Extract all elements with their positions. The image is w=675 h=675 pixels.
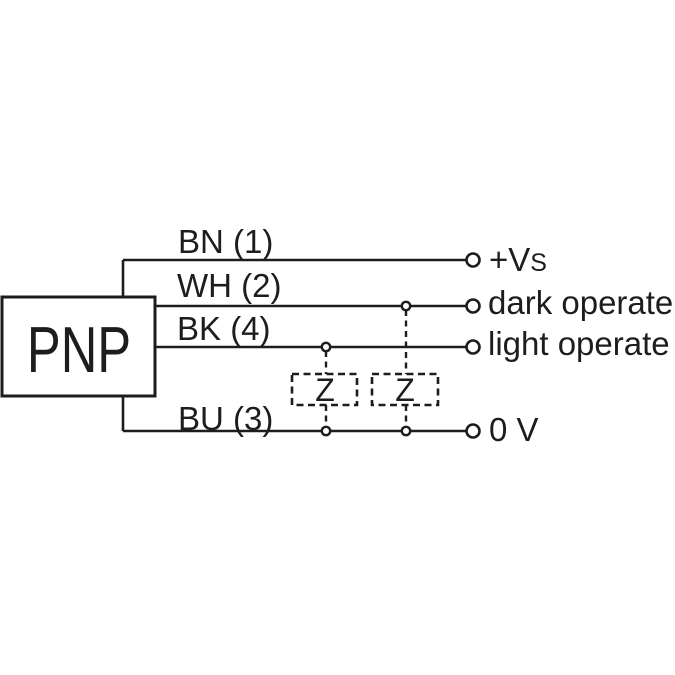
load-impedance-label-2: Z xyxy=(395,372,415,408)
terminal-label-vs-subscript: S xyxy=(530,249,547,277)
terminal-label-vs-main: +V xyxy=(489,241,530,278)
wire-label-wh: WH (2) xyxy=(177,267,281,304)
load-impedance-label-1: Z xyxy=(315,372,335,408)
junction-dot-bu-2 xyxy=(400,425,412,437)
terminal-circle-vs xyxy=(465,252,481,268)
junction-dot-wh xyxy=(400,300,412,312)
pnp-device-label: PNP xyxy=(27,314,131,386)
pnp-device-box xyxy=(0,295,157,398)
terminal-label-0v: 0 V xyxy=(489,411,539,448)
load-impedance-box-2 xyxy=(370,372,440,407)
wire-label-bk: BK (4) xyxy=(177,310,271,347)
terminal-label-light-operate: light operate xyxy=(488,325,670,362)
wire-label-bn: BN (1) xyxy=(178,223,273,260)
terminal-circle-0v xyxy=(465,423,481,439)
terminal-label-vs: +VS xyxy=(489,241,547,278)
junction-dot-bk xyxy=(320,341,332,353)
terminal-circle-dark-operate xyxy=(465,298,481,314)
junction-dot-bu-1 xyxy=(320,425,332,437)
terminal-circle-light-operate xyxy=(465,339,481,355)
terminal-label-dark-operate: dark operate xyxy=(488,284,673,321)
wire-label-bu: BU (3) xyxy=(178,400,273,437)
load-impedance-box-1 xyxy=(290,372,359,407)
